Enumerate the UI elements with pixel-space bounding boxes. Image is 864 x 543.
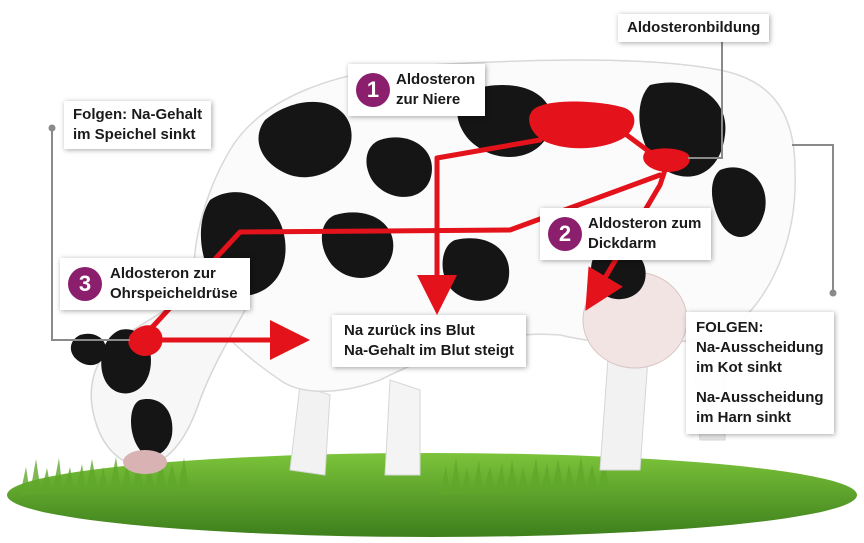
label-aldosteronbildung: Aldosteronbildung <box>618 14 769 42</box>
aldosteronbildung-text: Aldosteronbildung <box>627 18 760 38</box>
label-step2: 2 Aldosteron zum Dickdarm <box>540 208 711 260</box>
step2-line1: Aldosteron zum <box>588 214 701 234</box>
step1-line1: Aldosteron <box>396 70 475 90</box>
folgen-kot-line1: Na-Ausscheidung <box>696 338 824 358</box>
step3-line2: Ohrspeicheldrüse <box>110 284 238 304</box>
label-folgen-right: FOLGEN: Na-Ausscheidung im Kot sinkt Na-… <box>686 312 834 434</box>
label-na-blut: Na zurück ins Blut Na-Gehalt im Blut ste… <box>332 315 526 367</box>
folgen-harn-line2: im Harn sinkt <box>696 408 824 428</box>
folgen-speichel-line1: Folgen: Na-Gehalt <box>73 105 202 125</box>
folgen-spacer <box>696 378 824 388</box>
step1-line2: zur Niere <box>396 90 475 110</box>
label-step1: 1 Aldosteron zur Niere <box>348 64 485 116</box>
folgen-speichel-line2: im Speichel sinkt <box>73 125 202 145</box>
label-folgen-speichel: Folgen: Na-Gehalt im Speichel sinkt <box>64 101 211 149</box>
na-blut-line2: Na-Gehalt im Blut steigt <box>344 341 514 361</box>
step3-badge: 3 <box>68 267 102 301</box>
na-blut-line1: Na zurück ins Blut <box>344 321 514 341</box>
step1-badge: 1 <box>356 73 390 107</box>
label-step3: 3 Aldosteron zur Ohrspeicheldrüse <box>60 258 250 310</box>
step3-line1: Aldosteron zur <box>110 264 238 284</box>
step2-badge: 2 <box>548 217 582 251</box>
step2-line2: Dickdarm <box>588 234 701 254</box>
folgen-kot-line2: im Kot sinkt <box>696 358 824 378</box>
folgen-harn-line1: Na-Ausscheidung <box>696 388 824 408</box>
folgen-heading: FOLGEN: <box>696 318 824 338</box>
